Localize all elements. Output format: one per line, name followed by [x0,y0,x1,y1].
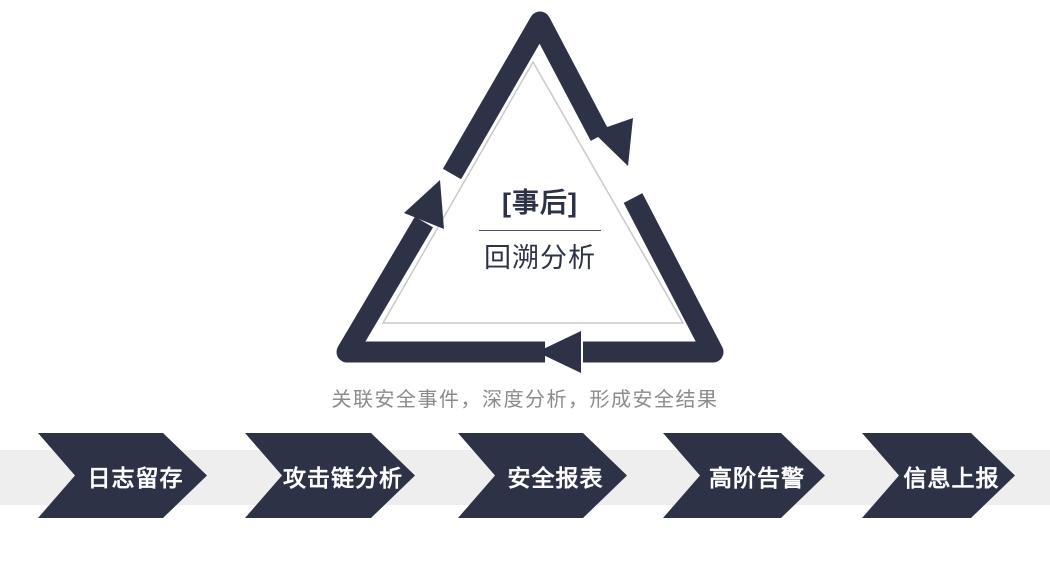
process-step-label: 高阶告警 [709,464,805,491]
cycle-center-labels: [事后] 回溯分析 [440,184,640,277]
cycle-arrow-right [583,193,724,363]
cycle-arrow-left [336,216,545,363]
arrowhead-left-icon [537,331,581,373]
cycle-caption: 关联安全事件，深度分析，形成安全结果 [331,389,719,411]
process-step-label: 安全报表 [507,464,604,491]
arrowhead-down-right-icon [593,118,633,166]
inner-triangle-outline [381,60,685,324]
phase-name: 回溯分析 [484,243,596,273]
phase-divider [479,230,601,231]
cycle-triangle-diagram [336,11,724,373]
process-step-label: 日志留存 [87,464,184,491]
arrowhead-up-icon [404,180,444,229]
cycle-arrow-top [442,11,610,180]
process-step-label: 信息上报 [903,464,1000,491]
process-step-label: 攻击链分析 [283,464,403,491]
phase-tag: [事后] [502,188,578,218]
